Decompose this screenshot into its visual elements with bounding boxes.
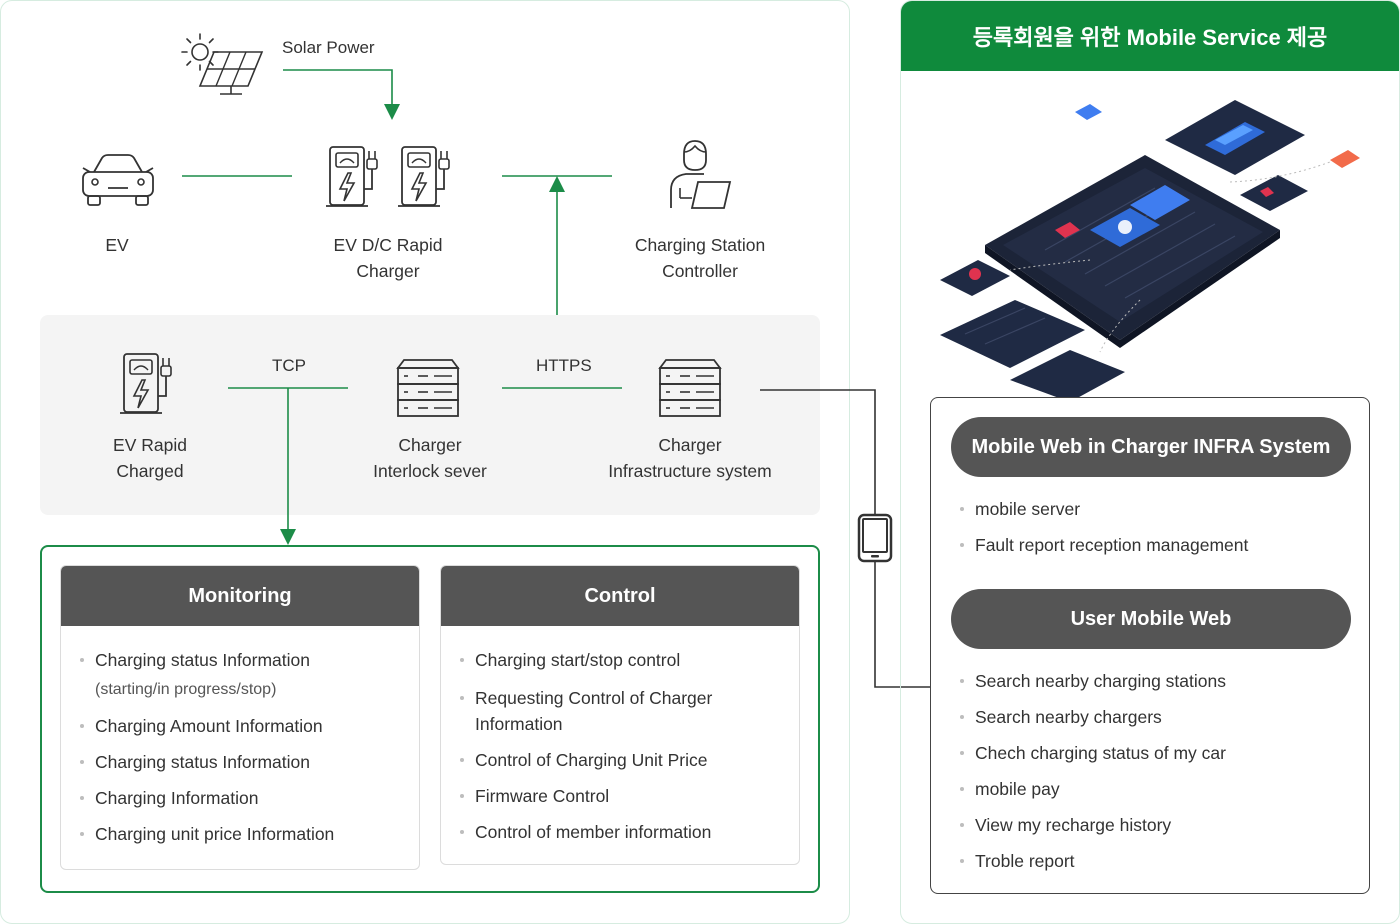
monitoring-title: Monitoring (61, 566, 419, 626)
charger-icon (398, 146, 450, 207)
controller-line2: Controller (662, 261, 738, 281)
control-card: Control Charging start/stop control Requ… (440, 565, 800, 865)
list-item: Requesting Control of Charger Informatio… (441, 685, 799, 737)
controller-line1: Charging Station (634, 235, 766, 255)
control-title: Control (441, 566, 799, 626)
solar-power-label: Solar Power (282, 38, 375, 57)
ev-rapid-label: EV Rapid Charged (80, 432, 220, 484)
list-item: mobile pay (941, 776, 1226, 802)
solar-connector (283, 69, 400, 120)
list-item: Search nearby chargers (941, 704, 1226, 730)
right-panel: 등록회원을 위한 Mobile Service 제공 (900, 0, 1400, 924)
user-mobile-web-pill: User Mobile Web (951, 589, 1351, 649)
list-item: View my recharge history (941, 812, 1226, 838)
list-item: Fault report reception management (941, 532, 1248, 558)
ev-rapid-line2: Charged (116, 461, 184, 481)
mobile-app-illustration (940, 100, 1360, 402)
rapid-charger-line2: Charger (356, 261, 420, 281)
phone-icon (857, 513, 893, 563)
tcp-label: TCP (272, 356, 306, 375)
list-item: Control of Charging Unit Price (441, 747, 799, 773)
list-item: Charging Information (61, 785, 419, 811)
infra-system-pill: Mobile Web in Charger INFRA System (951, 417, 1351, 477)
list-item: Charging start/stop control (441, 647, 799, 673)
sun-icon (181, 33, 219, 71)
monitoring-list: Charging status Information (starting/in… (61, 626, 419, 847)
rapid-charger-label: EV D/C Rapid Charger (308, 232, 468, 284)
list-item: Troble report (941, 848, 1226, 874)
list-item: Chech charging status of my car (941, 740, 1226, 766)
list-item: Search nearby charging stations (941, 668, 1226, 694)
list-item: Firmware Control (441, 783, 799, 809)
list-item: mobile server (941, 496, 1248, 522)
rapid-charger-line1: EV D/C Rapid (333, 235, 443, 255)
control-item-text: Requesting Control of Charger (475, 688, 713, 708)
interlock-label: Charger Interlock sever (340, 432, 520, 484)
server-icon (658, 359, 722, 417)
interlock-line1: Charger (398, 435, 462, 455)
monitoring-item-text: Charging status Information (95, 650, 310, 670)
infra-items-list: mobile server Fault report reception man… (941, 496, 1248, 558)
server-icon (396, 359, 460, 417)
mobile-web-box: Mobile Web in Charger INFRA System mobil… (930, 397, 1370, 894)
list-item: Charging status Information (61, 749, 419, 775)
interlock-line2: Interlock sever (373, 461, 487, 481)
ev-label: EV (105, 235, 129, 255)
infra-line2: Infrastructure system (608, 461, 772, 481)
monitoring-item-sub: (starting/in progress/stop) (95, 681, 277, 698)
system-band (40, 315, 820, 515)
infra-line1: Charger (658, 435, 722, 455)
monitoring-card: Monitoring Charging status Information (… (60, 565, 420, 870)
control-list: Charging start/stop control Requesting C… (441, 626, 799, 845)
https-label: HTTPS (536, 356, 592, 375)
solar-panel-icon (198, 51, 264, 95)
charger-icon (326, 146, 378, 207)
controller-label: Charging Station Controller (610, 232, 790, 284)
charger-icon (120, 353, 172, 414)
person-laptop-icon (670, 140, 732, 209)
ev-rapid-line1: EV Rapid (113, 435, 187, 455)
user-items-list: Search nearby charging stations Search n… (941, 668, 1226, 874)
list-item: Charging Amount Information (61, 713, 419, 739)
car-icon (82, 154, 154, 206)
infra-label: Charger Infrastructure system (580, 432, 800, 484)
list-item: Charging unit price Information (61, 821, 419, 847)
list-item: Control of member information (441, 819, 799, 845)
control-item-cont: Information (475, 714, 563, 734)
list-item: Charging status Information (starting/in… (61, 647, 419, 703)
management-box (40, 545, 820, 893)
mobile-service-header: 등록회원을 위한 Mobile Service 제공 (901, 1, 1399, 71)
